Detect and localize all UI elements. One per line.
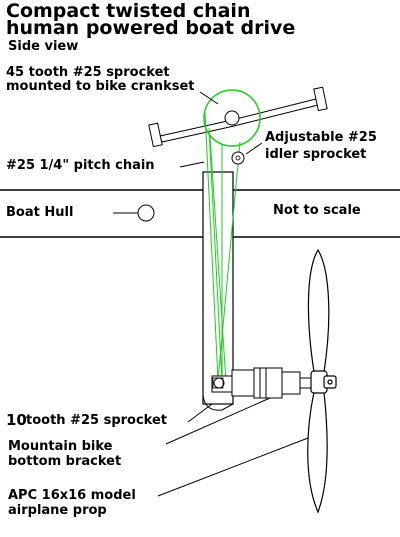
crank-arm bbox=[148, 86, 328, 148]
twisted-chain bbox=[204, 111, 241, 383]
crank-sprocket-label-2: mounted to bike crankset bbox=[6, 79, 195, 94]
chain-label: #25 1/4" pitch chain bbox=[6, 158, 155, 173]
right-pedal bbox=[313, 86, 328, 112]
drive-sprocket bbox=[213, 377, 225, 389]
drive-tube bbox=[202, 171, 234, 405]
idler-label-1: Adjustable #25 bbox=[265, 130, 377, 145]
scale-note: Not to scale bbox=[273, 203, 361, 218]
boat-hull-label: Boat Hull bbox=[6, 205, 74, 220]
hull-hole bbox=[137, 204, 155, 222]
subtitle: Side view bbox=[8, 39, 79, 54]
crank-spindle bbox=[224, 110, 240, 126]
bracket-label-1: Mountain bike bbox=[8, 439, 113, 454]
idler-label-2: idler sprocket bbox=[265, 147, 367, 162]
small-sprocket-label: tooth #25 sprocket bbox=[26, 413, 168, 428]
left-pedal bbox=[148, 122, 163, 148]
propeller bbox=[307, 248, 337, 514]
leader-lines bbox=[113, 91, 309, 497]
title-line-1: Compact twisted chain bbox=[6, 0, 251, 22]
tube-bottom bbox=[202, 394, 234, 411]
crank-sprocket bbox=[203, 89, 261, 147]
small-sprocket-number: 10 bbox=[6, 411, 27, 429]
prop-label-1: APC 16x16 model bbox=[8, 488, 136, 503]
bracket-label-2: bottom bracket bbox=[8, 454, 122, 469]
title-line-2: human powered boat drive bbox=[6, 17, 296, 39]
crank-sprocket-label-1: 45 tooth #25 sprocket bbox=[6, 65, 170, 80]
prop-label-2: airplane prop bbox=[8, 503, 107, 518]
